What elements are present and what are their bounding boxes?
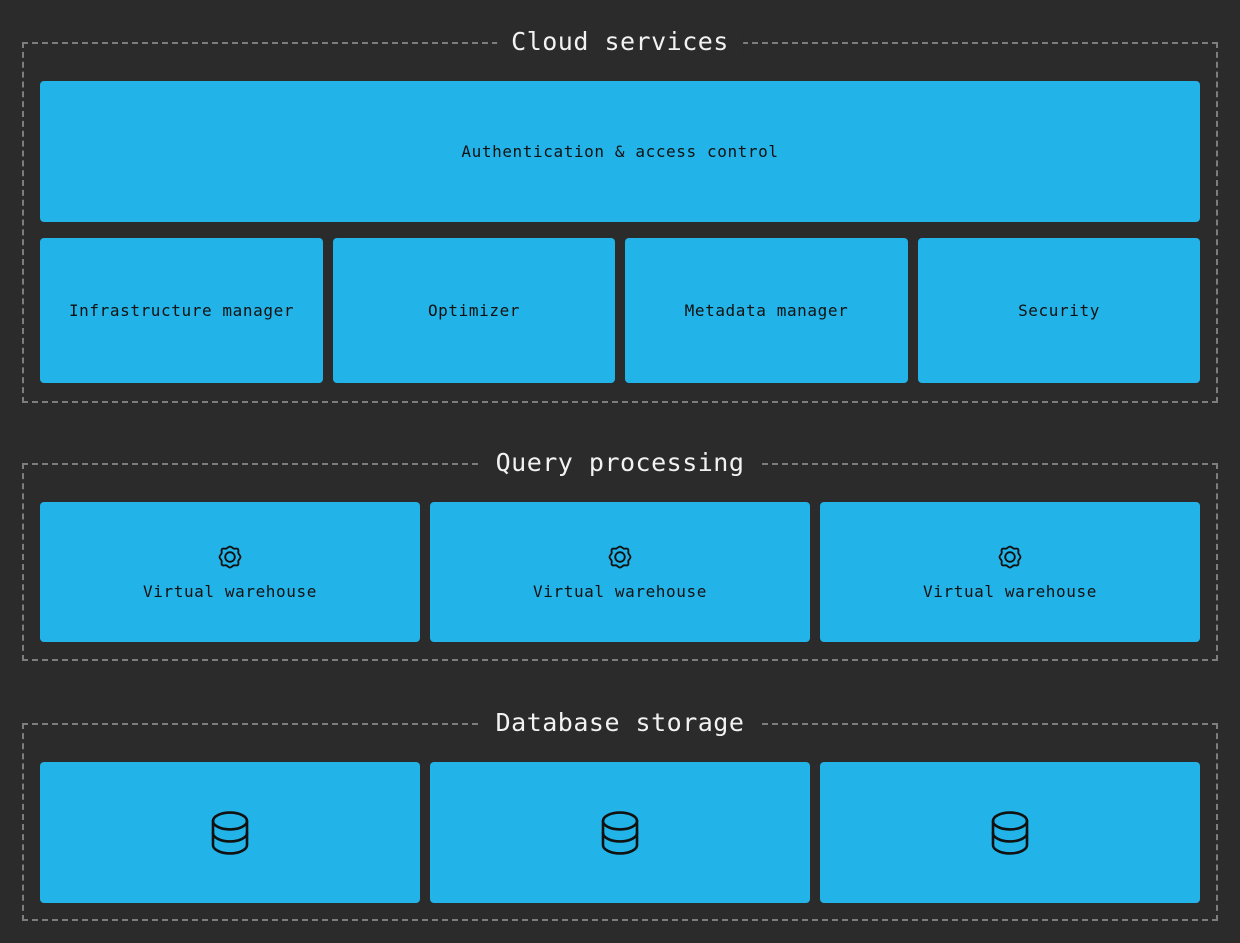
database-icon bbox=[988, 808, 1032, 858]
node-infrastructure-manager[interactable]: Infrastructure manager bbox=[40, 238, 323, 383]
node-label-virtual-warehouse-2: Virtual warehouse bbox=[533, 582, 707, 601]
node-label-authentication-access-control: Authentication & access control bbox=[461, 141, 779, 161]
node-database-3[interactable] bbox=[820, 762, 1200, 903]
node-optimizer[interactable]: Optimizer bbox=[333, 238, 615, 383]
database-icon bbox=[598, 808, 642, 858]
node-virtual-warehouse-2[interactable]: Virtual warehouse bbox=[430, 502, 810, 642]
node-label-infrastructure-manager: Infrastructure manager bbox=[68, 300, 295, 320]
section-query-processing: Query processing bbox=[22, 448, 1218, 661]
gear-icon bbox=[605, 542, 635, 572]
node-authentication-access-control[interactable]: Authentication & access control bbox=[40, 81, 1200, 222]
node-label-optimizer: Optimizer bbox=[427, 300, 521, 320]
section-title-database-storage: Database storage bbox=[481, 708, 759, 738]
section-title-cloud-services: Cloud services bbox=[497, 27, 743, 57]
section-database-storage: Database storage bbox=[22, 708, 1218, 921]
node-label-virtual-warehouse-3: Virtual warehouse bbox=[923, 582, 1097, 601]
node-label-virtual-warehouse-1: Virtual warehouse bbox=[143, 582, 317, 601]
gear-icon bbox=[215, 542, 245, 572]
node-label-security: Security bbox=[1018, 300, 1100, 320]
section-title-query-processing: Query processing bbox=[481, 448, 759, 478]
node-database-2[interactable] bbox=[430, 762, 810, 903]
database-icon bbox=[208, 808, 252, 858]
node-virtual-warehouse-3[interactable]: Virtual warehouse bbox=[820, 502, 1200, 642]
node-label-metadata-manager: Metadata manager bbox=[684, 300, 849, 320]
node-database-1[interactable] bbox=[40, 762, 420, 903]
section-cloud-services: Cloud services bbox=[22, 27, 1218, 403]
gear-icon bbox=[995, 542, 1025, 572]
node-virtual-warehouse-1[interactable]: Virtual warehouse bbox=[40, 502, 420, 642]
node-metadata-manager[interactable]: Metadata manager bbox=[625, 238, 908, 383]
node-security[interactable]: Security bbox=[918, 238, 1200, 383]
